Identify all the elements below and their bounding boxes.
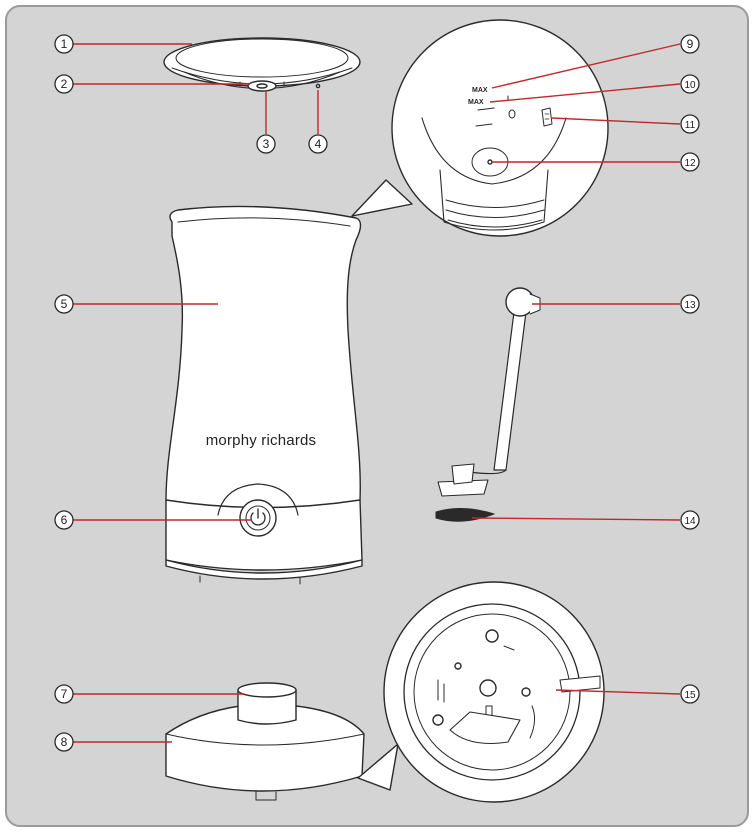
callout-number: 9 [687, 37, 694, 51]
callout-number: 10 [684, 80, 696, 91]
callout-11: 11 [681, 115, 699, 133]
diagram-panel [6, 6, 748, 826]
callout-4: 4 [309, 135, 327, 153]
callout-number: 7 [61, 687, 68, 701]
callout-10: 10 [681, 75, 699, 93]
callout-14: 14 [681, 511, 699, 529]
callout-5: 5 [55, 295, 73, 313]
callout-number: 14 [684, 516, 696, 527]
callout-number: 4 [315, 137, 322, 151]
callout-number: 13 [684, 300, 696, 311]
callout-number: 6 [61, 513, 68, 527]
callout-number: 12 [684, 158, 696, 169]
callout-3: 3 [257, 135, 275, 153]
callout-number: 11 [685, 120, 696, 131]
callout-9: 9 [681, 35, 699, 53]
jug-body-illustration [166, 206, 362, 584]
callout-8: 8 [55, 733, 73, 751]
callout-2: 2 [55, 75, 73, 93]
callout-15: 15 [681, 685, 699, 703]
callout-6: 6 [55, 511, 73, 529]
callout-1: 1 [55, 35, 73, 53]
callout-number: 15 [684, 690, 696, 701]
callout-number: 1 [61, 37, 68, 51]
max-label-upper: MAX [472, 87, 488, 94]
max-label-lower: MAX [468, 99, 484, 106]
callout-number: 5 [61, 297, 68, 311]
callout-12: 12 [681, 153, 699, 171]
callout-13: 13 [681, 295, 699, 313]
callout-7: 7 [55, 685, 73, 703]
brand-label: morphy richards [206, 432, 317, 449]
callout-number: 2 [61, 77, 68, 91]
callout-number: 3 [263, 137, 270, 151]
callout-number: 8 [61, 735, 68, 749]
